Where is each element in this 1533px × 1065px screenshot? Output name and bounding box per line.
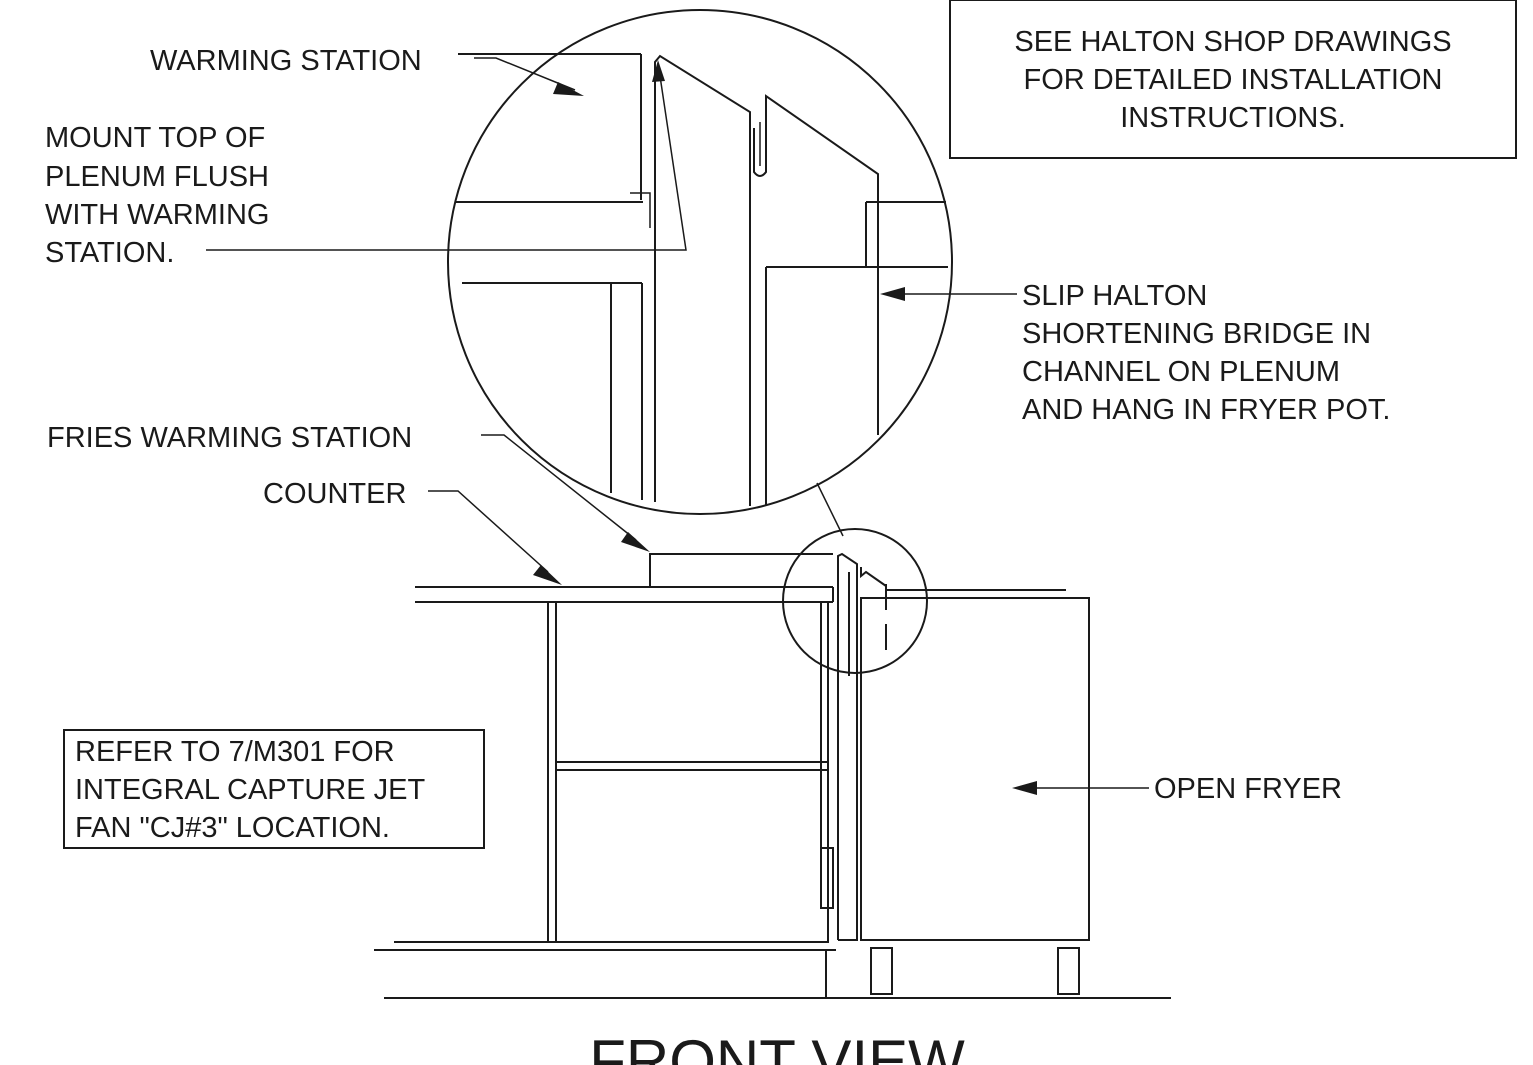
- label-fries-warming-station: FRIES WARMING STATION: [47, 422, 412, 454]
- arrow-counter: [533, 565, 562, 585]
- label-mount-top-line3: WITH WARMING: [45, 199, 269, 231]
- arrow-warming-station: [553, 82, 584, 96]
- view-title: FRONT VIEW: [589, 1028, 965, 1065]
- label-warming-station: WARMING STATION: [150, 45, 422, 77]
- leaders: [206, 57, 1149, 795]
- bridge-channel-main: [860, 567, 887, 587]
- label-slip-halton-line4: AND HANG IN FRYER POT.: [1022, 394, 1390, 426]
- main-front-view: [374, 528, 1171, 999]
- detail-leader-line: [816, 482, 844, 537]
- arrow-mount-top: [652, 60, 665, 82]
- note-refer-line1: REFER TO 7/M301 FOR: [75, 736, 395, 768]
- fries-warming-station: [649, 553, 833, 587]
- leader-warming-station: [474, 57, 576, 91]
- plenum-outline: [654, 54, 751, 506]
- note-refer-line2: INTEGRAL CAPTURE JET: [75, 774, 425, 806]
- open-fryer-body: [860, 597, 1090, 941]
- note-refer-line3: FAN "CJ#3" LOCATION.: [75, 812, 390, 844]
- fryer-leg-left: [870, 947, 893, 995]
- fryer-leg-right: [1057, 947, 1080, 995]
- detail-magnified-view: [447, 9, 953, 515]
- label-mount-top-line1: MOUNT TOP OF: [45, 122, 265, 154]
- arrow-open-fryer: [1012, 781, 1037, 795]
- detail-circle: [447, 9, 953, 515]
- plenum-main-view: [837, 552, 858, 941]
- shop-drawings-note-box: [949, 0, 1517, 159]
- leader-mount-top: [206, 75, 687, 251]
- note-shop-drawings-line3: INSTRUCTIONS.: [1120, 102, 1346, 134]
- note-shop-drawings-line1: SEE HALTON SHOP DRAWINGS: [1014, 26, 1451, 58]
- arrow-fries-warming-station: [621, 532, 650, 552]
- leader-counter: [428, 490, 549, 573]
- arrow-slip-halton: [880, 287, 905, 301]
- label-mount-top-line4: STATION.: [45, 237, 174, 269]
- flange-detail: [630, 192, 651, 228]
- cabinet-base-line: [394, 940, 829, 943]
- label-mount-top-line2: PLENUM FLUSH: [45, 161, 269, 193]
- label-slip-halton-line3: CHANNEL ON PLENUM: [1022, 356, 1340, 388]
- detail-callout-circle: [782, 528, 928, 674]
- label-counter: COUNTER: [263, 478, 406, 510]
- label-slip-halton-line2: SHORTENING BRIDGE IN: [1022, 318, 1371, 350]
- shortening-bridge-channel: [753, 94, 879, 435]
- label-slip-halton-line1: SLIP HALTON: [1022, 280, 1207, 312]
- note-shop-drawings-line2: FOR DETAILED INSTALLATION: [1024, 64, 1443, 96]
- leader-fries-warming-station: [481, 434, 637, 541]
- label-open-fryer: OPEN FRYER: [1154, 773, 1342, 805]
- cabinet-hinge: [820, 847, 834, 909]
